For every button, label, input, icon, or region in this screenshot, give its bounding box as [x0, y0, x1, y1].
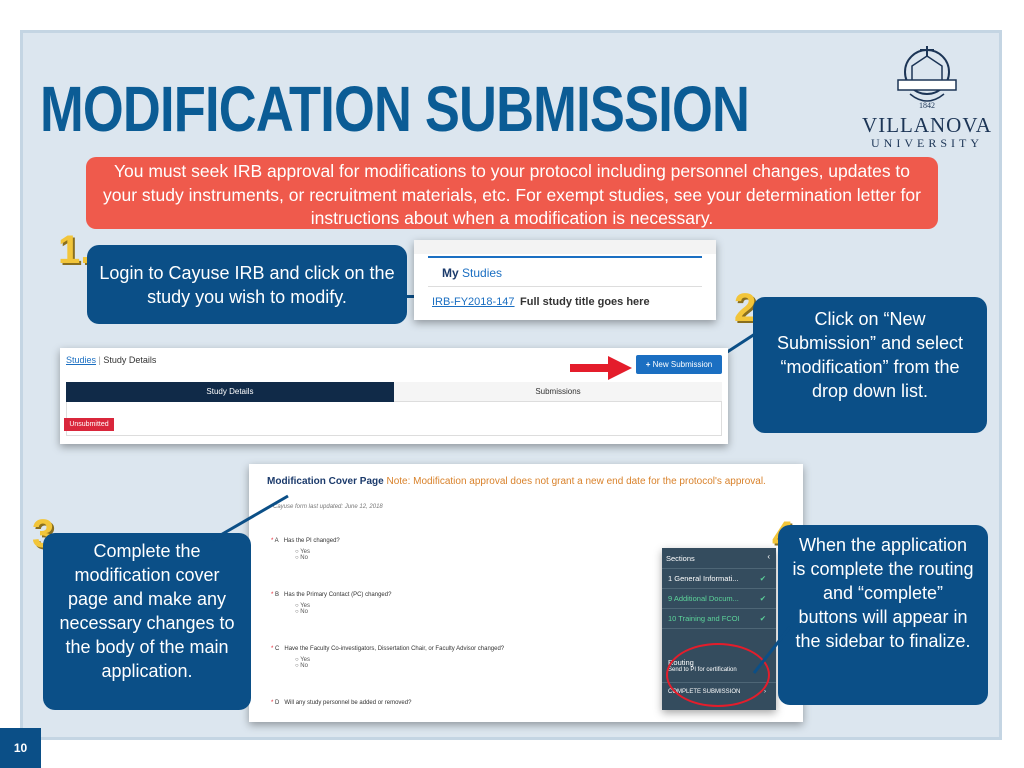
study-details-screenshot: Studies | Study Details + New Submission…	[60, 348, 728, 444]
new-submission-button[interactable]: + New Submission	[636, 355, 722, 374]
sidebar-item-training[interactable]: 10 Training and FCOI ✔	[662, 608, 776, 628]
radio-icon[interactable]: ○	[295, 663, 299, 669]
svg-text:1842: 1842	[919, 101, 935, 110]
radio-icon[interactable]: ○	[295, 609, 299, 615]
sidebar-item-general[interactable]: 1 General Informati... ✔	[662, 568, 776, 588]
page-number: 10	[0, 728, 41, 768]
tab-study-details[interactable]: Study Details	[66, 382, 394, 402]
logo-subtitle: UNIVERSITY	[871, 136, 983, 150]
radio-icon[interactable]: ○	[295, 603, 299, 609]
slide-title: MODIFICATION SUBMISSION	[40, 73, 750, 145]
question-c: * C Have the Faculty Co-investigators, D…	[271, 646, 505, 669]
chevron-right-icon: ›	[764, 689, 766, 695]
sidebar-header: Sections	[666, 554, 695, 563]
checkmark-icon: ✔	[759, 574, 766, 583]
cover-page-note: Note: Modification approval does not gra…	[386, 476, 766, 487]
villanova-logo: 1842 VILLANOVA UNIVERSITY	[862, 42, 992, 151]
checkmark-icon: ✔	[759, 594, 766, 603]
plus-icon: +	[645, 360, 651, 369]
form-updated-date: Cayuse form last updated: June 12, 2018	[273, 504, 383, 510]
step-1-callout: Login to Cayuse IRB and click on the stu…	[87, 245, 407, 324]
intro-banner: You must seek IRB approval for modificat…	[86, 157, 938, 229]
sidebar-item-additional-documents[interactable]: 9 Additional Docum... ✔	[662, 588, 776, 608]
question-d: * D Will any study personnel be added or…	[271, 700, 412, 706]
step-3-callout: Complete the modification cover page and…	[43, 533, 251, 710]
step-1-number: 1.	[58, 228, 92, 272]
tab-submissions[interactable]: Submissions	[394, 382, 722, 402]
status-badge: Unsubmitted	[64, 418, 114, 431]
radio-icon[interactable]: ○	[295, 549, 299, 555]
step-4-pointer	[752, 626, 792, 674]
red-arrow-icon	[570, 356, 632, 380]
breadcrumb-studies-link[interactable]: Studies	[66, 355, 97, 365]
study-id-link[interactable]: IRB-FY2018-147	[432, 296, 515, 308]
cover-page-heading: Modification Cover Page	[267, 476, 384, 487]
study-title[interactable]: Full study title goes here	[520, 296, 650, 308]
radio-icon[interactable]: ○	[295, 657, 299, 663]
my-studies-heading: My Studies	[442, 266, 503, 280]
logo-name: VILLANOVA	[862, 113, 992, 137]
radio-icon[interactable]: ○	[295, 555, 299, 561]
step-2-callout: Click on “New Submission” and select “mo…	[753, 297, 987, 433]
question-a: * A Has the PI changed? ○ Yes○ No	[271, 538, 340, 561]
breadcrumb: Studies | Study Details	[66, 355, 157, 365]
breadcrumb-current: Study Details	[103, 355, 157, 365]
university-seal-icon: 1842	[897, 46, 957, 110]
checkmark-icon: ✔	[759, 614, 766, 623]
chevron-left-icon[interactable]: ‹	[767, 552, 770, 561]
my-studies-screenshot: My Studies IRB-FY2018-147 Full study tit…	[414, 240, 716, 320]
highlight-oval	[666, 643, 770, 707]
cover-page-heading-row: Modification Cover Page Note: Modificati…	[267, 476, 766, 487]
step-4-callout: When the application is complete the rou…	[778, 525, 988, 705]
step-3-pointer	[211, 494, 289, 542]
question-b: * B Has the Primary Contact (PC) changed…	[271, 592, 392, 615]
